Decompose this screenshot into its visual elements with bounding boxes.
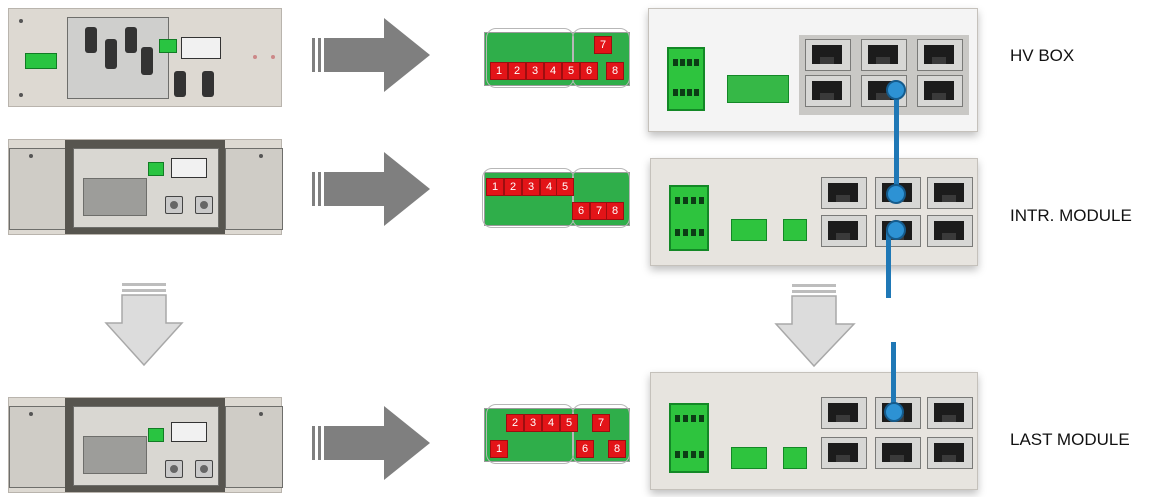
dip-switch [727, 75, 789, 103]
right-arrow-row1 [312, 16, 432, 94]
pin-1: 1 [486, 178, 504, 196]
pin-4: 4 [544, 62, 562, 80]
right-arrow-row2 [312, 150, 432, 228]
connector [783, 219, 807, 241]
last-module-photo [8, 397, 283, 493]
rj45-port [927, 397, 973, 429]
cable-plug [886, 80, 906, 100]
pin-5: 5 [560, 414, 578, 432]
hv-box-label: HV BOX [1010, 46, 1075, 65]
pin-1: 1 [490, 62, 508, 80]
pin-8: 8 [606, 62, 624, 80]
pin-6: 6 [572, 202, 590, 220]
terminal-block [669, 403, 709, 473]
rj45-port [821, 177, 867, 209]
pin-7: 7 [592, 414, 610, 432]
hv-box-photo [8, 8, 282, 107]
rj45-port [875, 437, 921, 469]
last-module-panel [650, 372, 978, 490]
pin-5: 5 [556, 178, 574, 196]
right-arrow-row3 [312, 404, 432, 482]
cable-plug [886, 220, 906, 240]
pin-board-row1: 1 2 3 4 5 6 7 8 [484, 28, 632, 88]
pin-5: 5 [562, 62, 580, 80]
rj45-port [821, 215, 867, 247]
pin-7: 7 [594, 36, 612, 54]
rj45-port [861, 39, 907, 71]
pin-3: 3 [526, 62, 544, 80]
cable-intr-to-next [886, 230, 891, 298]
rj45-port [821, 397, 867, 429]
hv-box-panel [648, 8, 978, 132]
connector [731, 219, 767, 241]
pin-3: 3 [524, 414, 542, 432]
cable-plug [886, 184, 906, 204]
last-module-label: LAST MODULE [1010, 430, 1130, 449]
terminal-block [669, 185, 709, 251]
rj45-port [805, 75, 851, 107]
cable-plug [884, 402, 904, 422]
pin-6: 6 [576, 440, 594, 458]
pin-8: 8 [608, 440, 626, 458]
rj45-port [927, 215, 973, 247]
rj45-port [927, 437, 973, 469]
pin-2: 2 [504, 178, 522, 196]
intr-module-panel [650, 158, 978, 266]
rj45-port [927, 177, 973, 209]
pin-8: 8 [606, 202, 624, 220]
pin-3: 3 [522, 178, 540, 196]
pin-4: 4 [542, 414, 560, 432]
connector [783, 447, 807, 469]
intr-module-photo [8, 139, 283, 235]
rj45-port [805, 39, 851, 71]
rj45-port [821, 437, 867, 469]
down-arrow-left [104, 283, 184, 367]
rj45-port [917, 75, 963, 107]
pin-1: 1 [490, 440, 508, 458]
pin-board-row3: 1 2 3 4 5 6 7 8 [484, 404, 632, 464]
connector [731, 447, 767, 469]
pin-2: 2 [508, 62, 526, 80]
down-arrow-right [774, 284, 856, 368]
cable-hv-to-intr [894, 84, 899, 196]
terminal-block [667, 47, 705, 111]
cable-to-last [891, 342, 896, 414]
pin-board-row2: 1 2 3 4 5 6 7 8 [482, 168, 632, 228]
pin-2: 2 [506, 414, 524, 432]
intr-module-label: INTR. MODULE [1010, 206, 1132, 225]
rj45-port [917, 39, 963, 71]
pin-6: 6 [580, 62, 598, 80]
